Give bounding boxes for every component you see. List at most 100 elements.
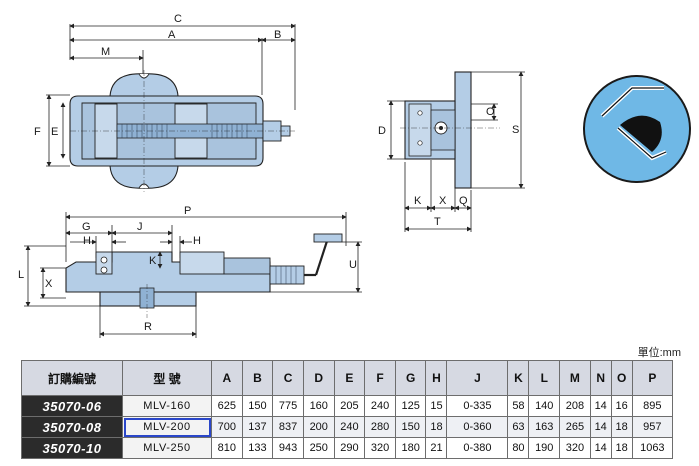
column-header: B: [241, 360, 274, 396]
dim-label-k-front: K: [149, 255, 157, 267]
dim-label-d: D: [378, 125, 386, 137]
dim-label-h2: H: [193, 235, 201, 247]
value-cell: 125: [394, 395, 427, 417]
value-cell: 190: [528, 437, 561, 459]
value-cell: 150: [241, 395, 274, 417]
value-cell: 160: [302, 395, 335, 417]
dim-label-q: Q: [459, 195, 468, 207]
value-cell: 625: [211, 395, 243, 417]
dim-label-c: C: [174, 13, 182, 25]
dim-label-m: M: [101, 46, 110, 58]
side-view: D O S K X Q T: [378, 71, 525, 232]
value-cell: 137: [241, 416, 274, 438]
value-cell: 775: [272, 395, 304, 417]
column-header: P: [631, 360, 674, 396]
dim-label-g: G: [82, 221, 91, 233]
value-cell: 150: [394, 416, 427, 438]
value-cell: 63: [507, 416, 530, 438]
value-cell: 200: [302, 416, 335, 438]
value-cell: 810: [211, 437, 243, 459]
value-cell: 133: [241, 437, 274, 459]
front-view: P G J H H: [18, 205, 362, 338]
dim-label-x: X: [439, 195, 447, 207]
column-header: D: [302, 360, 335, 396]
column-header: A: [211, 360, 243, 396]
value-cell: 18: [425, 416, 448, 438]
value-cell: 140: [528, 395, 561, 417]
value-cell: 265: [559, 416, 591, 438]
dim-label-u: U: [349, 259, 357, 271]
dim-label-a: A: [168, 29, 176, 41]
value-cell: 837: [272, 416, 304, 438]
value-cell: 957: [631, 416, 674, 438]
column-header: C: [272, 360, 304, 396]
model-cell: MLV-160: [122, 395, 212, 417]
dim-label-r: R: [144, 321, 152, 333]
value-cell: 700: [211, 416, 243, 438]
value-cell: 205: [333, 395, 366, 417]
column-header: N: [589, 360, 612, 396]
dim-label-j: J: [137, 221, 143, 233]
detail-circle: [583, 75, 691, 183]
value-cell: 14: [589, 395, 612, 417]
value-cell: 15: [425, 395, 448, 417]
column-header: 型 號: [122, 360, 212, 396]
dim-label-f: F: [34, 126, 41, 138]
value-cell: 250: [302, 437, 335, 459]
order-code-cell: 35070-08: [21, 416, 123, 438]
dim-label-e: E: [51, 126, 58, 138]
model-cell: MLV-250: [122, 437, 212, 459]
value-cell: 0-360: [446, 416, 509, 438]
value-cell: 0-380: [446, 437, 509, 459]
order-code-cell: 35070-10: [21, 437, 123, 459]
unit-note: 單位:mm: [637, 347, 681, 359]
value-cell: 18: [610, 437, 633, 459]
dim-label-l: L: [18, 269, 24, 281]
column-header: F: [364, 360, 396, 396]
order-code-cell: 35070-06: [21, 395, 123, 417]
value-cell: 290: [333, 437, 366, 459]
dim-label-k: K: [414, 195, 422, 207]
value-cell: 0-335: [446, 395, 509, 417]
column-header: O: [610, 360, 633, 396]
column-header: K: [507, 360, 530, 396]
value-cell: 240: [364, 395, 396, 417]
dim-label-p: P: [184, 205, 191, 217]
column-header: H: [425, 360, 448, 396]
value-cell: 280: [364, 416, 396, 438]
value-cell: 208: [559, 395, 591, 417]
technical-drawing: C A B M F E: [18, 13, 691, 338]
column-header: J: [446, 360, 509, 396]
top-view: C A B M F E: [34, 13, 296, 192]
dim-label-b: B: [274, 29, 281, 41]
value-cell: 943: [272, 437, 304, 459]
dim-label-x-front: X: [45, 278, 53, 290]
value-cell: 58: [507, 395, 530, 417]
value-cell: 80: [507, 437, 530, 459]
dim-label-o: O: [486, 106, 495, 118]
value-cell: 320: [364, 437, 396, 459]
value-cell: 320: [559, 437, 591, 459]
column-header: M: [559, 360, 591, 396]
column-header: G: [394, 360, 427, 396]
dim-label-t: T: [434, 216, 441, 228]
value-cell: 18: [610, 416, 633, 438]
value-cell: 14: [589, 416, 612, 438]
value-cell: 180: [394, 437, 427, 459]
value-cell: 240: [333, 416, 366, 438]
dim-label-h1: H: [83, 235, 91, 247]
column-header: E: [333, 360, 366, 396]
value-cell: 163: [528, 416, 561, 438]
dim-label-s: S: [512, 124, 519, 136]
model-cell: MLV-200: [122, 416, 212, 438]
column-header: 訂購編號: [21, 360, 123, 396]
value-cell: 16: [610, 395, 633, 417]
value-cell: 895: [631, 395, 674, 417]
value-cell: 21: [425, 437, 448, 459]
value-cell: 14: [589, 437, 612, 459]
